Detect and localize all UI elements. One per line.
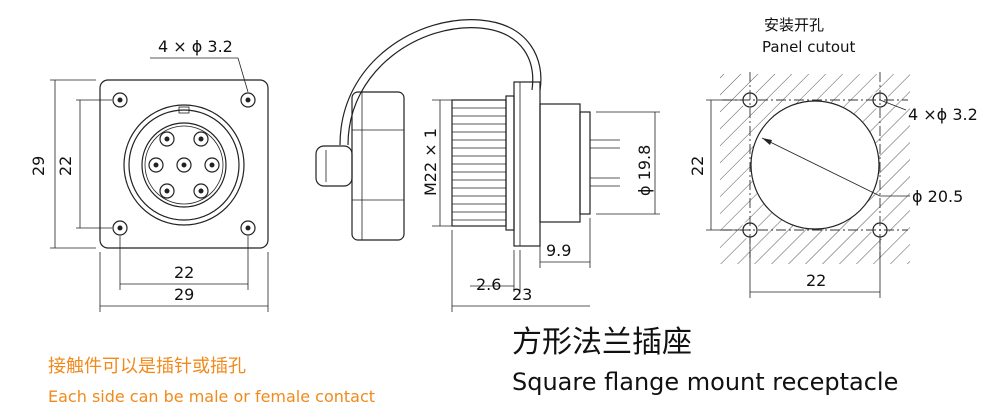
cutout-view: 安装开孔 Panel cutout 4 ×ϕ 3.2 ϕ 20.5 22 22	[688, 16, 978, 298]
thread-body	[451, 99, 507, 227]
front-hole-spec: 4 × ϕ 3.2	[158, 37, 233, 56]
captions: 方形法兰插座 Square flange mount receptacle 接触…	[48, 325, 898, 406]
front-height-inner: 22	[56, 156, 75, 176]
cutout-title-cn: 安装开孔	[764, 16, 824, 34]
side-pin-diameter: ϕ 19.8	[635, 145, 654, 196]
cutout-hole-spec: 4 ×ϕ 3.2	[908, 105, 978, 124]
cutout-title-en: Panel cutout	[762, 38, 856, 56]
note-en: Each side can be male or female contact	[48, 387, 375, 406]
front-width-inner: 22	[174, 263, 194, 282]
flange-square	[99, 79, 269, 249]
title-en: Square flange mount receptacle	[512, 368, 898, 396]
front-width-outer: 29	[174, 285, 194, 304]
front-height-outer: 29	[29, 156, 48, 176]
front-view: 4 × ϕ 3.2 29 22 22 29	[29, 37, 269, 312]
side-view: M22 × 1 ϕ 19.8 9.9 2.6 23	[315, 19, 660, 312]
cutout-circle	[750, 100, 880, 230]
side-length: 23	[512, 285, 532, 304]
contact-pins	[148, 131, 220, 199]
title-cn: 方形法兰插座	[512, 325, 692, 360]
side-depth-1: 9.9	[546, 241, 571, 260]
note-cn: 接触件可以是插针或插孔	[48, 356, 246, 377]
connector-outer-ring	[123, 104, 245, 226]
cutout-height: 22	[688, 156, 707, 176]
side-depth-2: 2.6	[476, 275, 501, 294]
side-thread-spec: M22 × 1	[421, 128, 440, 196]
cutout-width: 22	[806, 271, 826, 290]
cutout-circle-diameter: ϕ 20.5	[912, 187, 963, 206]
mount-holes	[112, 92, 256, 236]
thread-lines	[452, 107, 506, 221]
